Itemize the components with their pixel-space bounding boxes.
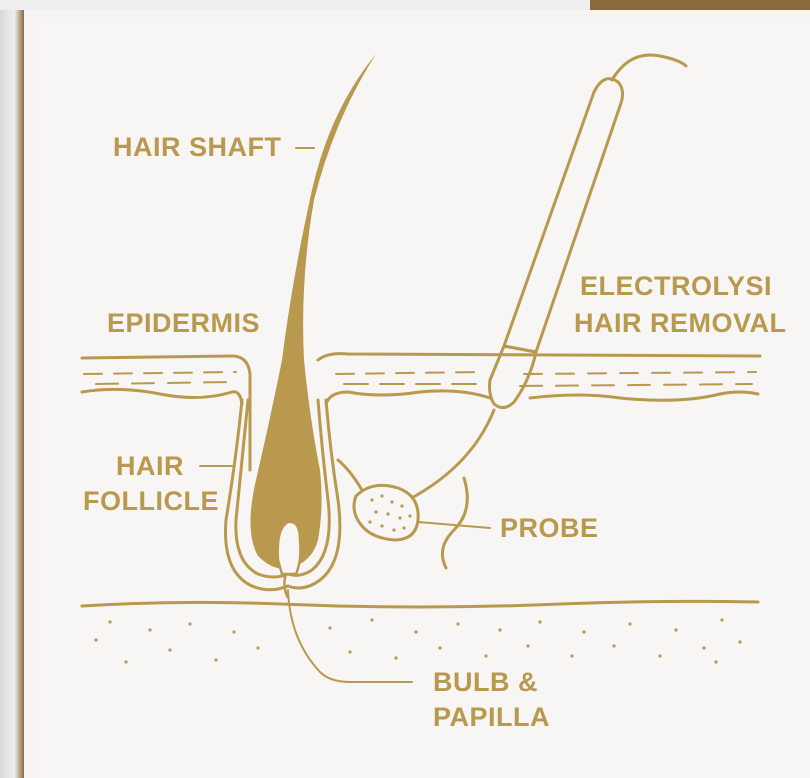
bulb-label-line2: PAPILLA: [433, 701, 550, 733]
electrolysis-label-line2: HAIR REMOVAL: [574, 307, 787, 339]
probe-leader: [418, 522, 490, 528]
epidermis-base-right: [326, 391, 758, 404]
epidermis-dash-3: [336, 372, 480, 374]
handle-cord: [612, 55, 686, 80]
gland-duct: [338, 460, 362, 490]
dermis-base-line: [82, 601, 758, 607]
epidermis-dash-1: [84, 372, 236, 374]
hair-follicle-label-line1: HAIR: [116, 450, 184, 482]
probe-wire: [400, 410, 494, 504]
dermis-dots: [94, 618, 741, 663]
hair-follicle-label-line2: FOLLICLE: [83, 485, 219, 517]
skin-surface-line-right: [318, 354, 760, 360]
epidermis-label: EPIDERMIS: [107, 307, 260, 339]
epidermis-dash-6: [520, 384, 752, 386]
probe-label: PROBE: [500, 512, 599, 544]
probe-wire-curl: [442, 478, 467, 568]
epidermis-dash-5: [524, 372, 756, 374]
hair-shaft-label: HAIR SHAFT: [113, 131, 282, 163]
papilla: [278, 522, 301, 574]
epidermis-dash-2: [96, 382, 234, 384]
epidermis-base-left: [82, 389, 242, 404]
electrolysis-label-line1: ELECTROLYSI: [580, 270, 772, 302]
bulb-label-line1: BULB &: [433, 666, 538, 698]
sebaceous-gland: [354, 485, 418, 540]
